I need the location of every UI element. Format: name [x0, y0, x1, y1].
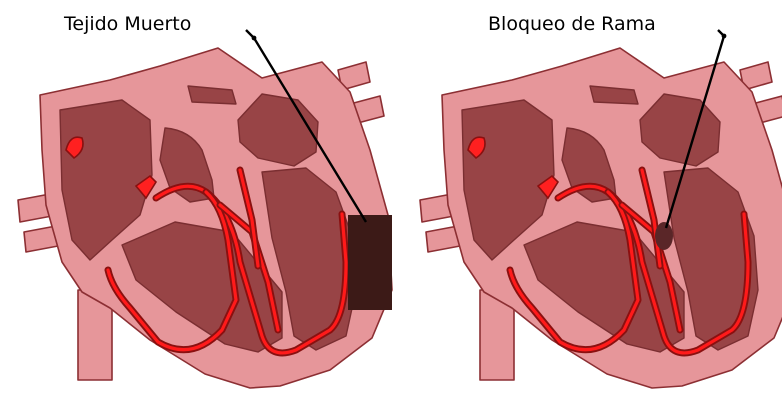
label-dead-tissue: Tejido Muerto: [63, 13, 191, 35]
leader-dot: [722, 34, 727, 39]
bundle-branch-block-mark: [655, 222, 673, 250]
dead-tissue-patch: [348, 215, 392, 310]
diagram-bundle-branch-block: Bloqueo de Rama: [420, 13, 782, 388]
leader-dot: [252, 36, 257, 41]
label-bundle-branch-block: Bloqueo de Rama: [488, 13, 656, 35]
diagram-dead-tissue: Tejido Muerto: [18, 13, 392, 388]
